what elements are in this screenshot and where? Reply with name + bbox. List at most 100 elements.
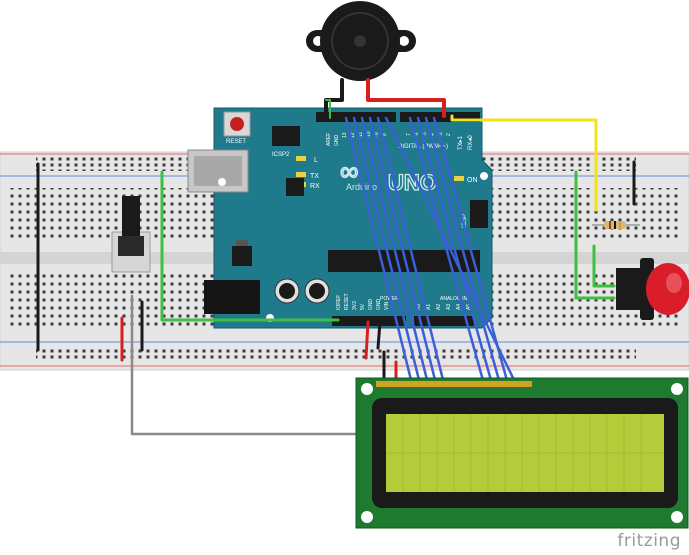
v5-label: 5V	[360, 303, 366, 310]
button-cap[interactable]	[646, 263, 689, 315]
wire-red-5v	[364, 320, 370, 360]
lcd-mounting-hole	[671, 511, 683, 523]
a0-label: A0	[416, 304, 422, 310]
buzzer-mount-hole-right	[399, 36, 409, 46]
vin-label: VIN	[384, 301, 390, 310]
pot-shaft-top	[118, 236, 144, 256]
icsp-header	[470, 200, 488, 228]
atmega-chip	[328, 250, 480, 272]
led-l	[296, 156, 306, 161]
potentiometer[interactable]	[111, 196, 151, 273]
digital-label: DIGITAL (PWM=~)	[398, 144, 448, 150]
pot-shaft[interactable]	[122, 196, 140, 242]
buzzer-center	[354, 35, 366, 47]
pin4-label: 4	[430, 133, 436, 136]
on-label: ON	[467, 177, 478, 184]
wire-yellow	[450, 114, 598, 212]
usb-chip	[286, 178, 304, 196]
a4-label: A4	[456, 304, 462, 310]
reset2-label: RESET	[344, 293, 350, 310]
icsp2-header	[272, 126, 300, 146]
buzzer-ring	[331, 12, 389, 70]
resistor-band	[609, 221, 611, 229]
v33-label: 3V3	[352, 301, 358, 310]
voltage-regulator-tab	[236, 240, 248, 246]
pin9-label: ~9	[374, 132, 380, 138]
analog-label: ANALOG IN	[440, 296, 468, 302]
led-l-label: L	[314, 157, 318, 164]
wire-green-button-1	[574, 170, 616, 300]
power-jack	[204, 280, 260, 314]
wire-green-button-2	[592, 244, 616, 288]
wire-green-pot	[160, 170, 340, 322]
pin2-label: 2	[446, 133, 452, 136]
rx0-label: RX◂0	[468, 135, 474, 150]
analog-header	[414, 316, 474, 326]
lcd-mounting-hole	[671, 383, 683, 395]
pin8-label: 8	[382, 133, 388, 136]
on-led	[454, 176, 464, 181]
wire-black-gnd	[376, 320, 382, 350]
gnd2-label: GND	[368, 299, 374, 311]
lcd-module	[355, 377, 689, 529]
a1-label: A1	[426, 304, 432, 310]
wire-buzzer-green	[325, 99, 331, 119]
arduino-logo-mark: ∞	[340, 156, 359, 186]
icsp-label: ICSP	[462, 214, 468, 228]
capacitor-1-top	[279, 283, 295, 299]
wire-blue-9	[376, 116, 446, 386]
pin7-label: 7	[406, 133, 412, 136]
wire-buzzer-black	[324, 78, 344, 118]
gnd-label: GND	[334, 135, 340, 147]
pin5-label: ~5	[422, 132, 428, 138]
wire-blue-7	[424, 116, 502, 386]
rail-holes-bottom	[36, 347, 636, 361]
wire-blue-6	[416, 116, 494, 386]
icsp2-label: ICSP2	[272, 152, 290, 158]
aref-label: AREF	[326, 133, 332, 146]
a5-label: A5	[466, 304, 472, 310]
mounting-hole	[480, 172, 488, 180]
wires	[36, 78, 636, 436]
reset-label: RESET	[226, 139, 246, 145]
lcd-pin-header	[376, 381, 532, 387]
push-button[interactable]	[616, 258, 689, 320]
led-rx-label: RX	[310, 183, 320, 190]
lcd-char-grid	[386, 414, 664, 492]
pin13-label: 13	[342, 132, 348, 138]
voltage-regulator	[232, 246, 252, 266]
a2-label: A2	[436, 304, 442, 310]
resistor-band	[619, 221, 621, 229]
wire-blue-10	[384, 116, 518, 386]
pin10-label: ~10	[366, 131, 372, 140]
wire-buzzer-red	[366, 78, 446, 118]
gnd3-label: GND	[376, 299, 382, 311]
pin12-label: 12	[350, 132, 356, 138]
wire-blue-2	[352, 116, 422, 386]
wire-blue-5	[408, 116, 486, 386]
lcd-mounting-hole	[361, 511, 373, 523]
ioref-label: IOREF	[336, 295, 342, 310]
wire-blue-1	[344, 116, 414, 386]
pin6-label: ~6	[414, 132, 420, 138]
resistor	[592, 221, 640, 229]
resistor-band	[614, 221, 616, 229]
wire-blue-3	[360, 116, 430, 386]
wire-blue-4	[368, 116, 438, 386]
usb-connector-inner	[194, 156, 242, 186]
arduino-brand: Arduino	[346, 182, 377, 192]
capacitor-2-top	[309, 283, 325, 299]
a3-label: A3	[446, 304, 452, 310]
button-cap-highlight	[666, 273, 682, 293]
lcd-mounting-hole	[361, 383, 373, 395]
digital-header-right	[400, 112, 480, 122]
piezo-buzzer	[306, 1, 416, 81]
pin3-label: ~3	[438, 132, 444, 138]
led-tx-label: TX	[310, 173, 319, 180]
mounting-hole	[218, 178, 226, 186]
fritzing-watermark: fritzing	[617, 531, 681, 551]
tx1-label: TX▸1	[458, 135, 464, 150]
pin11-label: ~11	[358, 132, 364, 140]
reset-button-cap[interactable]	[230, 117, 244, 131]
